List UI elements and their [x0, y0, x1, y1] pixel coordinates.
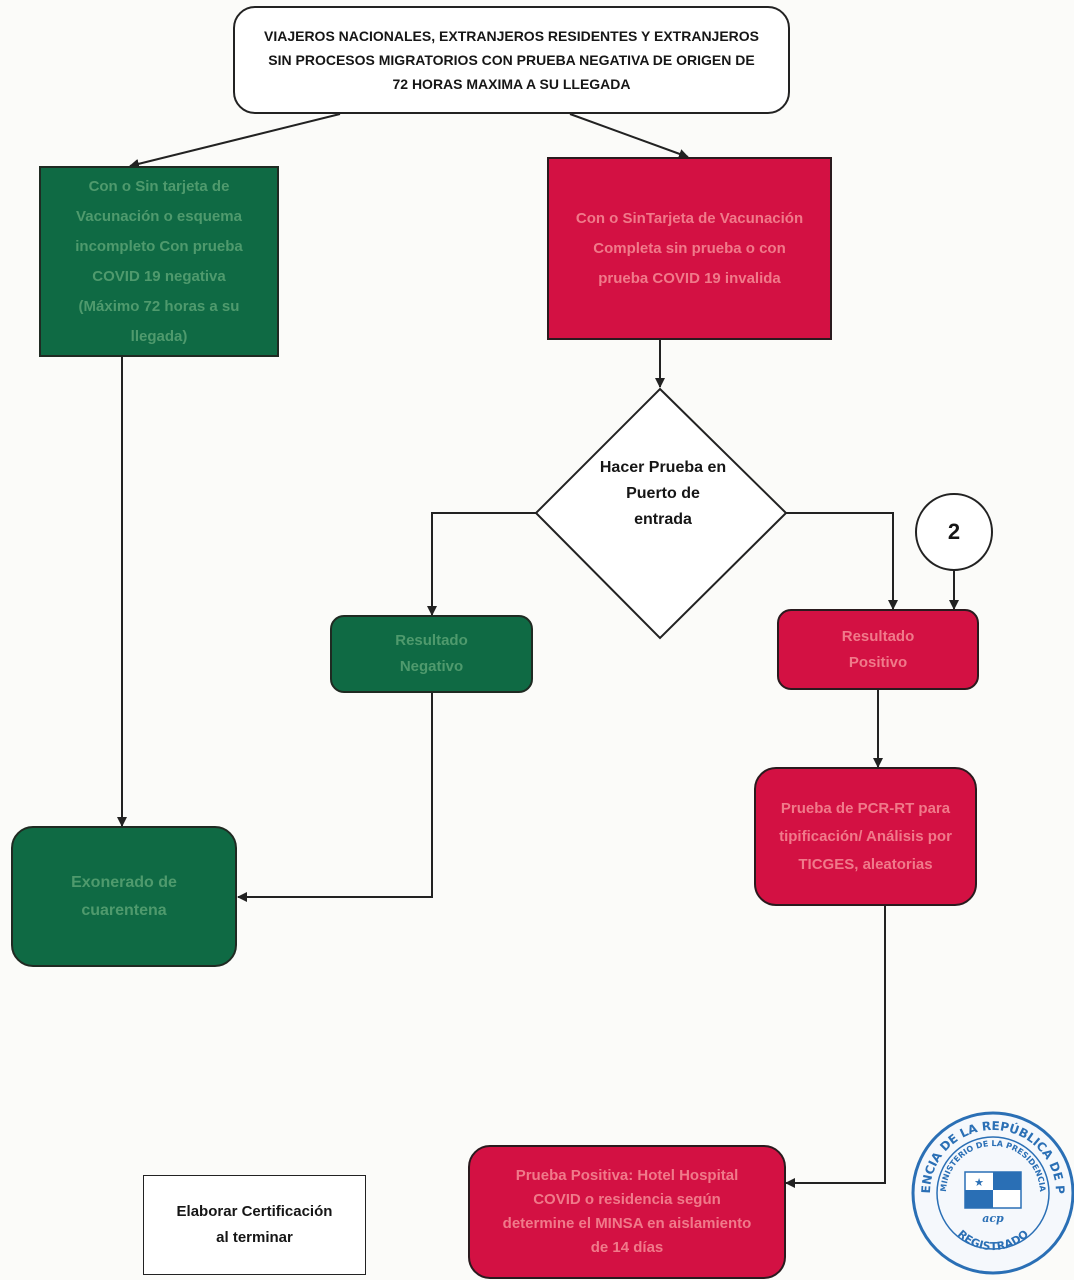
negative-result-box: Resultado Negativo	[330, 615, 533, 693]
pcr-test-text: Prueba de PCR-RT para tipificación/ Anál…	[779, 799, 952, 873]
start-box: VIAJEROS NACIONALES, EXTRANJEROS RESIDEN…	[233, 6, 790, 114]
positive-result-box: Resultado Positivo	[777, 609, 979, 690]
arrow-decision-to-positive	[786, 512, 898, 610]
decision-text: Hacer Prueba en Puerto de entrada	[599, 459, 727, 528]
pcr-test-box: Prueba de PCR-RT para tipificación/ Anál…	[754, 767, 977, 906]
connector-label: 2	[947, 519, 961, 544]
right-branch-box: Con o SinTarjeta de Vacunación Completa …	[547, 157, 832, 340]
arrow-top-to-left	[129, 113, 341, 169]
connector-circle	[915, 493, 993, 571]
svg-text:★: ★	[1002, 1195, 1012, 1207]
svg-text:★: ★	[974, 1177, 984, 1189]
arrow-negative-to-exonerated	[237, 692, 433, 902]
left-branch-box: Con o Sin tarjeta de Vacunación o esquem…	[39, 166, 279, 357]
negative-result-text: Resultado Negativo	[395, 632, 468, 675]
registration-seal: PRESIDENCIA DE LA REPÚBLICA DE PANAMÁ MI…	[910, 1110, 1074, 1275]
positive-test-box: Prueba Positiva: Hotel Hospital COVID o …	[468, 1145, 786, 1279]
arrow-top-to-right	[569, 113, 689, 159]
exonerated-text: Exonerado de cuarentena	[71, 873, 177, 919]
flag-icon: ★ ★	[964, 1171, 1022, 1209]
certification-text: Elaborar Certificación al terminar	[176, 1203, 333, 1246]
positive-result-text: Resultado Positivo	[841, 627, 915, 671]
arrow-decision-to-negative	[427, 512, 536, 616]
right-branch-text: Con o SinTarjeta de Vacunación Completa …	[575, 209, 804, 287]
certification-box: Elaborar Certificación al terminar	[143, 1175, 366, 1275]
left-branch-text: Con o Sin tarjeta de Vacunación o esquem…	[75, 177, 243, 345]
exonerated-box: Exonerado de cuarentena	[11, 826, 237, 967]
arrow-pcr-to-positive-test	[785, 905, 886, 1188]
positive-test-text: Prueba Positiva: Hotel Hospital COVID o …	[502, 1167, 752, 1256]
decision-diamond	[534, 387, 788, 640]
seal-logo-text: acp	[982, 1212, 1004, 1225]
start-box-text: VIAJEROS NACIONALES, EXTRANJEROS RESIDEN…	[263, 28, 760, 92]
